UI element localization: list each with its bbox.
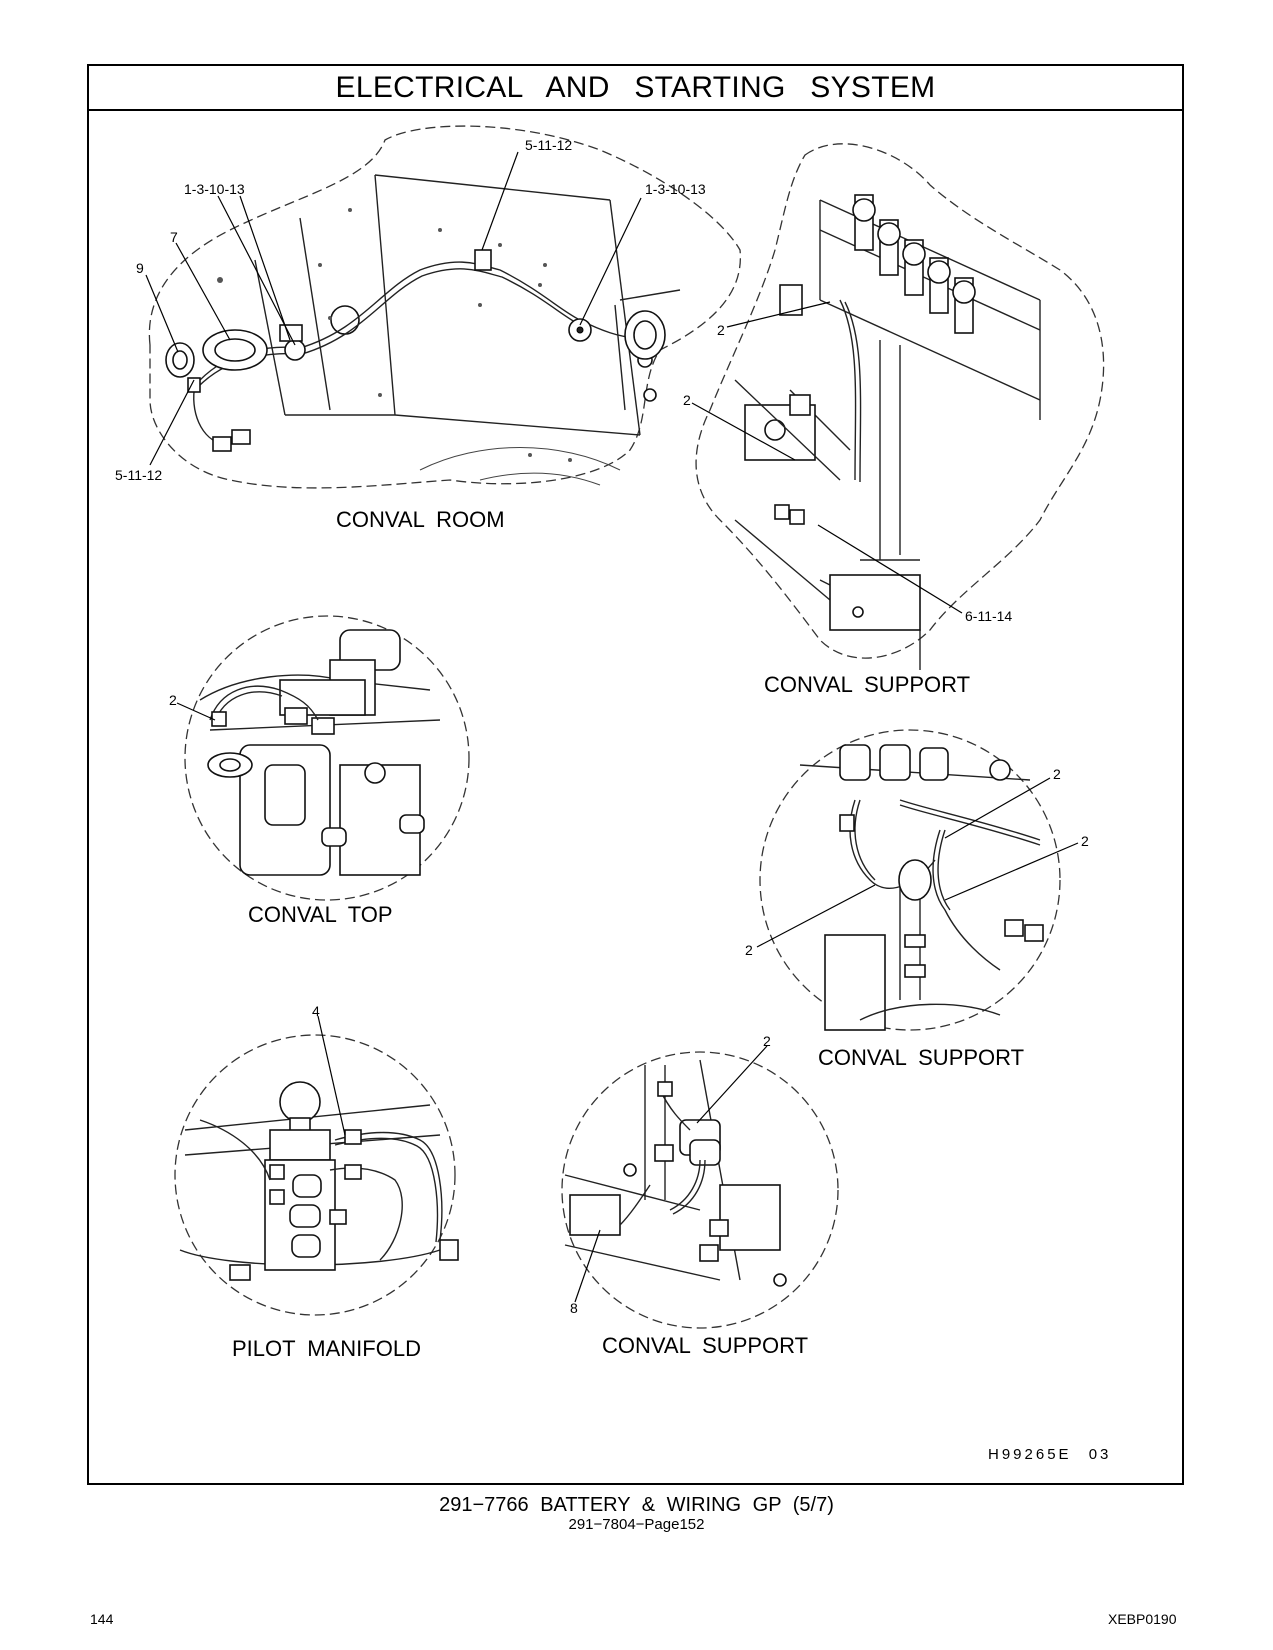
- caption-conval-support-3: CONVAL SUPPORT: [602, 1333, 809, 1358]
- title-bar: ELECTRICAL AND STARTING SYSTEM: [89, 66, 1182, 111]
- conval-room-illustration: [145, 125, 741, 489]
- callout-label: 2: [763, 1033, 771, 1049]
- callout-label: 5-11-12: [525, 137, 573, 153]
- page-number: 144: [90, 1611, 114, 1627]
- illustration-id: H99265E 03: [988, 1446, 1112, 1463]
- caption-conval-support-1: CONVAL SUPPORT: [764, 672, 971, 697]
- pilot-manifold-illustration: [174, 1015, 459, 1316]
- callout-label: 9: [136, 260, 144, 276]
- conval-top-illustration: [176, 615, 470, 901]
- callout-label: 2: [169, 692, 177, 708]
- callout-label: 6-11-14: [965, 608, 1013, 624]
- callout-label: 2: [683, 392, 691, 408]
- page-frame: ELECTRICAL AND STARTING SYSTEM: [87, 64, 1184, 1485]
- doc-code: XEBP0190: [1108, 1611, 1177, 1627]
- caption-conval-room: CONVAL ROOM: [336, 507, 505, 532]
- conval-support-3-illustration: [561, 1045, 839, 1329]
- callout-label: 5-11-12: [115, 467, 163, 483]
- callout-label: 2: [717, 322, 725, 338]
- callout-label: 1-3-10-13: [184, 181, 245, 197]
- conval-support-1-illustration: [691, 143, 1105, 670]
- sub-title: 291−7804−Page152: [568, 1516, 705, 1533]
- callout-label: 2: [1081, 833, 1089, 849]
- conval-support-2-illustration: [756, 729, 1079, 1031]
- page-title: ELECTRICAL AND STARTING SYSTEM: [335, 70, 936, 104]
- callout-label: 1-3-10-13: [645, 181, 706, 197]
- callout-label: 4: [312, 1003, 320, 1019]
- caption-pilot-manifold: PILOT MANIFOLD: [232, 1336, 421, 1361]
- group-title: 291−7766 BATTERY & WIRING GP (5/7): [439, 1494, 834, 1516]
- callout-label: 7: [170, 229, 178, 245]
- callout-label: 8: [570, 1300, 578, 1316]
- callout-label: 2: [745, 942, 753, 958]
- caption-conval-support-2: CONVAL SUPPORT: [818, 1045, 1025, 1070]
- caption-conval-top: CONVAL TOP: [248, 902, 393, 927]
- callout-label: 2: [1053, 766, 1061, 782]
